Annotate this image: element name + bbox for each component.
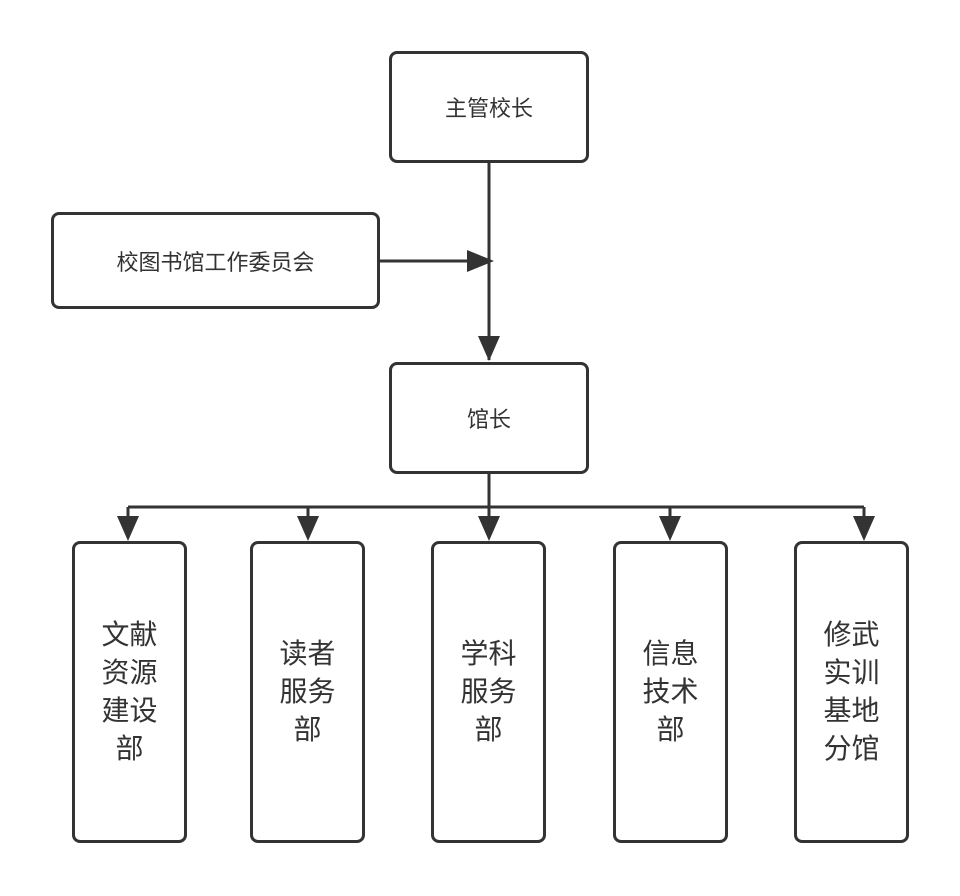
node-department[interactable]: 修武实训基地分馆 bbox=[794, 541, 909, 843]
department-arrowhead bbox=[478, 516, 500, 541]
node-label: 读者服务部 bbox=[279, 637, 336, 746]
node-label: 学科服务部 bbox=[460, 637, 517, 746]
node-label: 信息技术部 bbox=[642, 637, 699, 746]
node-label: 主管校长 bbox=[444, 97, 533, 122]
committee-arrowhead bbox=[467, 250, 494, 272]
principal-director-arrowhead bbox=[478, 336, 500, 361]
node-department[interactable]: 信息技术部 bbox=[613, 541, 728, 843]
department-arrowhead bbox=[297, 516, 319, 541]
node-department[interactable]: 文献资源建设部 bbox=[72, 541, 187, 843]
node-principal[interactable]: 主管校长 bbox=[389, 51, 589, 163]
node-committee[interactable]: 校图书馆工作委员会 bbox=[51, 212, 380, 309]
department-arrowhead bbox=[853, 516, 875, 541]
node-label: 校图书馆工作委员会 bbox=[116, 250, 315, 276]
node-label: 馆长 bbox=[466, 408, 511, 433]
node-label: 修武实训基地分馆 bbox=[823, 618, 880, 765]
node-director[interactable]: 馆长 bbox=[389, 362, 589, 474]
node-label: 文献资源建设部 bbox=[101, 618, 158, 765]
department-arrowhead bbox=[659, 516, 681, 541]
node-department[interactable]: 学科服务部 bbox=[431, 541, 546, 843]
department-arrowhead bbox=[117, 516, 139, 541]
node-department[interactable]: 读者服务部 bbox=[250, 541, 365, 843]
